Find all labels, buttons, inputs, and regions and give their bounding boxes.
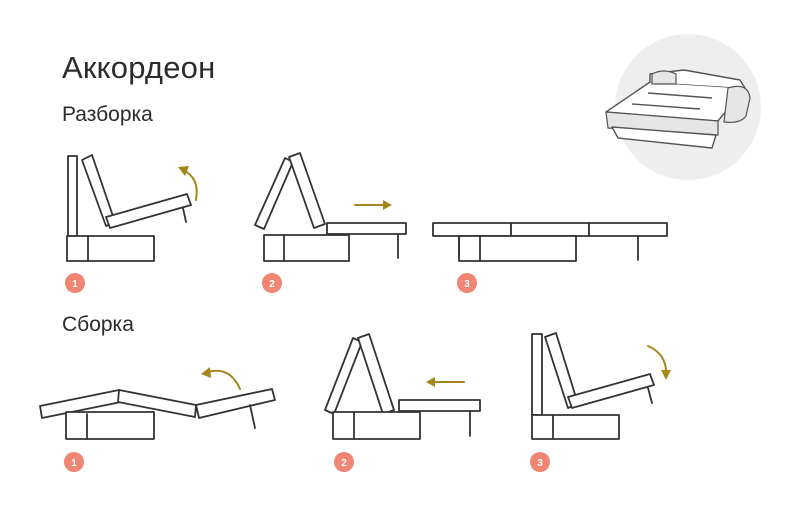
svg-text:2: 2 xyxy=(341,458,347,469)
step-badge-assembly-1: 1 xyxy=(64,452,84,472)
step-badge-disassembly-1: 1 xyxy=(65,273,85,293)
sofa-seat xyxy=(398,399,481,412)
lower-arrow xyxy=(647,345,667,373)
fold-arrow xyxy=(207,369,241,390)
step-badge-assembly-2: 2 xyxy=(334,452,354,472)
sofa-base xyxy=(531,414,620,440)
sofa-base xyxy=(66,235,155,262)
bed-section-2 xyxy=(117,389,197,418)
sofa-back-panel xyxy=(531,333,543,416)
sofa-back-panel xyxy=(324,337,363,415)
section-heading-assembly: Сборка xyxy=(62,313,134,336)
sofa-base xyxy=(263,234,350,262)
bed-section-3 xyxy=(588,222,668,237)
step-badge-disassembly-2: 2 xyxy=(262,273,282,293)
bed-section-2 xyxy=(510,222,590,237)
sofa-base xyxy=(458,235,577,262)
svg-text:1: 1 xyxy=(71,458,77,469)
sofa-base xyxy=(332,411,421,440)
sofa-cushion-back xyxy=(288,152,326,229)
svg-text:2: 2 xyxy=(269,279,275,290)
sofa-bed-thumbnail xyxy=(605,34,761,180)
sofa-cushion-back xyxy=(357,333,395,415)
sofa-seat xyxy=(105,193,192,229)
step-badge-disassembly-3: 3 xyxy=(457,273,477,293)
sofa-base xyxy=(65,411,155,440)
sofa-back-panel xyxy=(254,157,294,230)
bed-section-1 xyxy=(432,222,512,237)
sofa-seat xyxy=(567,373,655,409)
section-heading-disassembly: Разборка xyxy=(62,103,153,126)
page-title: Аккордеон xyxy=(62,50,216,85)
assembly-step-3-diagram xyxy=(531,332,671,440)
bed-section-3 xyxy=(195,388,276,419)
disassembly-step-3-diagram xyxy=(432,222,668,262)
disassembly-step-1-diagram xyxy=(66,154,198,262)
svg-text:3: 3 xyxy=(464,279,470,290)
svg-text:1: 1 xyxy=(72,279,78,290)
assembly-step-1-diagram xyxy=(39,367,276,440)
disassembly-step-2-diagram xyxy=(254,152,407,262)
svg-text:3: 3 xyxy=(537,458,543,469)
sofa-back-panel xyxy=(67,155,78,237)
sofa-seat xyxy=(326,222,407,235)
assembly-step-2-diagram xyxy=(324,333,481,440)
step-badge-assembly-3: 3 xyxy=(530,452,550,472)
